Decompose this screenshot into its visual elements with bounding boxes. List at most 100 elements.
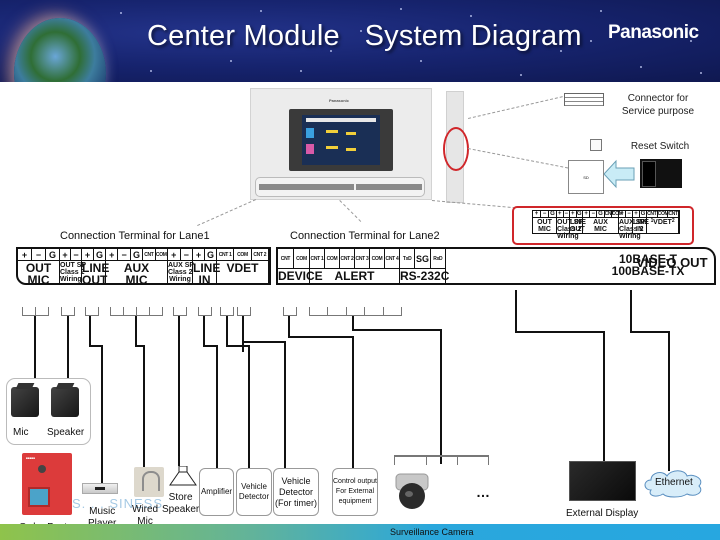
terminal-group-label: LINE OUT [82, 261, 110, 287]
video-out-label: VIDEO OUT [636, 255, 708, 270]
terminal-pin: + [18, 249, 32, 261]
sd-card-icon [640, 159, 682, 188]
terminal-pin: COM [294, 249, 310, 269]
wire-segment [89, 316, 91, 346]
terminal-lead [394, 455, 489, 457]
terminal-lead [162, 307, 163, 316]
terminal-highlight-box [512, 206, 694, 245]
watermark: S. . . SINESS [72, 496, 164, 511]
terminal-pin: − [71, 249, 82, 261]
wire-segment [34, 316, 36, 394]
terminal-lead [488, 455, 489, 465]
star [590, 40, 592, 42]
terminal-lead [98, 307, 99, 316]
wire-segment [226, 345, 250, 347]
terminal-group-label: LINE OUT [570, 218, 586, 233]
star [700, 72, 702, 74]
terminal-pin: G [130, 249, 144, 261]
leader-line [468, 96, 563, 119]
terminal-pin: + [106, 249, 119, 261]
terminal-pin: G [640, 211, 647, 218]
star [230, 60, 232, 62]
wire-segment [178, 316, 180, 466]
terminal-lead [173, 307, 174, 316]
terminal-pin: CNT [604, 211, 614, 218]
connector-pin [565, 98, 603, 102]
mic-label: Mic [13, 427, 29, 438]
mic-speaker-group: Mic Speaker [6, 378, 91, 445]
slot-cover-right [356, 184, 422, 190]
star [120, 12, 122, 14]
center-module-front: Panasonic [250, 88, 432, 200]
leader-line [197, 199, 256, 227]
terminal-lead [123, 307, 124, 316]
side-port-highlight [443, 127, 469, 171]
device-display [289, 109, 393, 171]
terminal-pin: + [193, 249, 205, 261]
terminal-lead [327, 307, 329, 316]
wire-segment [101, 345, 103, 485]
lcd-lane1-block [306, 128, 314, 138]
terminal-group-label: VDET [647, 218, 679, 233]
terminal-lead [149, 307, 150, 316]
connector-pin [565, 102, 603, 106]
terminal-pin: TxD [400, 249, 416, 269]
lane1-terminal-label: Connection Terminal for Lane1 [60, 230, 210, 242]
terminal-group-label: OUT SP Class 2 Wiring [60, 261, 87, 283]
terminal-pin: − [626, 211, 633, 218]
lcd-indicator [326, 130, 338, 133]
lcd-indicator [326, 146, 338, 149]
slot-cover-left [259, 184, 354, 190]
terminal-pin: − [563, 211, 570, 218]
music-player-label: Music Player [88, 506, 116, 529]
terminal-pin: COM [657, 211, 669, 218]
terminal-lead [233, 307, 234, 316]
star [560, 50, 562, 52]
wired-mic-label: Wired Mic [132, 504, 159, 527]
star [300, 70, 302, 72]
terminal-pin: COM [234, 249, 252, 261]
terminal-lead [85, 307, 86, 316]
terminal-pin: CNT 2 [251, 249, 269, 261]
star [150, 70, 152, 72]
terminal-pin: + [60, 249, 71, 261]
terminal-pin: + [619, 211, 626, 218]
terminal-lead [309, 315, 401, 316]
wire-segment [288, 336, 354, 338]
terminal-pin: − [118, 249, 131, 261]
star [180, 40, 182, 42]
terminal-pin: CNT 1 [217, 249, 235, 261]
speaker-unit-icon [51, 387, 79, 417]
terminal-lead [186, 307, 187, 316]
terminal-lead [345, 307, 347, 316]
terminal-lead [237, 315, 250, 316]
store-speaker-icon [169, 466, 197, 486]
terminal-lead [173, 315, 186, 316]
terminal-pin: COM [370, 249, 385, 269]
star [640, 66, 642, 68]
store-speaker-label: Store Speaker [162, 492, 200, 515]
terminal-group-label: AUX MIC [583, 218, 619, 233]
wire-segment [288, 316, 290, 338]
wire-segment [630, 331, 670, 333]
wire-segment [515, 290, 517, 332]
terminal-lead [401, 307, 402, 316]
external-display-label: External Display [566, 508, 639, 519]
device-lcd [302, 115, 380, 165]
terminal-lead [85, 315, 98, 316]
lcd-indicator [346, 132, 356, 135]
terminal-lead [48, 307, 49, 316]
terminal-lead [110, 307, 111, 316]
leader-line [339, 200, 362, 222]
terminal-pin: + [570, 211, 577, 218]
external-display-icon [569, 461, 636, 501]
star [470, 15, 472, 17]
wire-segment [242, 316, 244, 352]
ethernet-cloud-icon [644, 470, 702, 498]
terminal-lead [457, 455, 458, 465]
order-post-camera [38, 465, 46, 473]
terminal-pin: + [583, 211, 591, 218]
order-post-screen [28, 487, 50, 507]
terminal-pin: + [633, 211, 640, 218]
